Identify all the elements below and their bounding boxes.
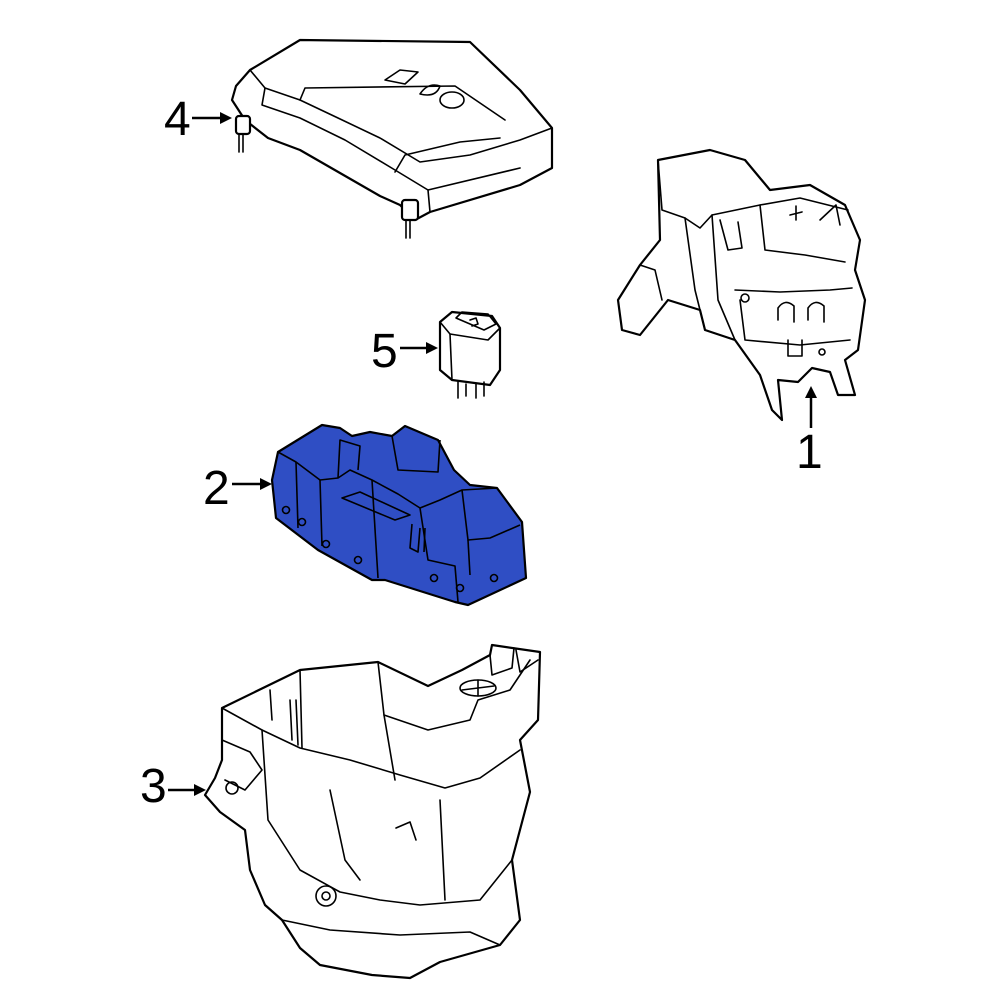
callout-1: 1 xyxy=(796,386,823,479)
fuse-box-terminal-cover[interactable] xyxy=(616,148,867,422)
fuse-box-lower-housing[interactable] xyxy=(203,643,542,980)
callout-3: 3 xyxy=(140,760,206,813)
callout-number-4: 4 xyxy=(164,93,191,146)
relay[interactable] xyxy=(438,310,502,399)
callout-2: 2 xyxy=(203,462,272,515)
fuse-relay-block[interactable] xyxy=(270,423,528,607)
callout-number-3: 3 xyxy=(140,760,167,813)
callout-number-1: 1 xyxy=(796,426,823,479)
fuse-box-upper-cover[interactable] xyxy=(230,38,554,239)
callout-4: 4 xyxy=(164,93,232,146)
callout-number-2: 2 xyxy=(203,462,230,515)
callout-number-5: 5 xyxy=(371,325,398,378)
callout-5: 5 xyxy=(371,325,438,378)
